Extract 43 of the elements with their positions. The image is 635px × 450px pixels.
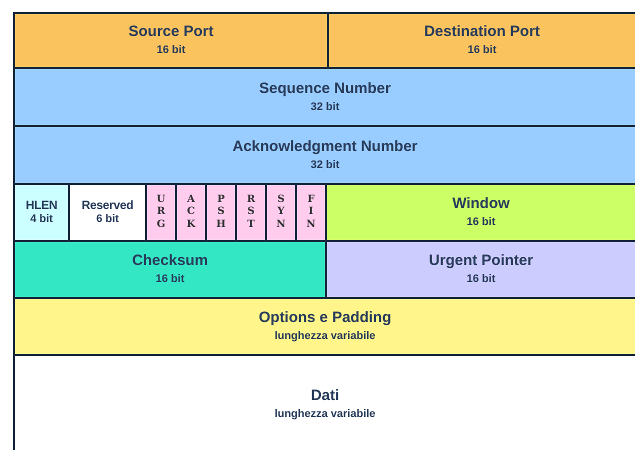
header-field-box (13, 67, 635, 127)
field-name: Sequence Number (259, 80, 391, 98)
field-size: 16 bit (466, 273, 496, 287)
field-name: Reserved (82, 198, 134, 214)
flag-name: URG (156, 194, 166, 232)
field-name: Acknowledgment Number (232, 138, 418, 156)
flag-bit-cell (235, 183, 267, 242)
field-size: 16 bit (466, 216, 496, 230)
flag-name: SYN (276, 194, 286, 232)
field-size: 32 bit (310, 158, 340, 172)
flag-name: FIN (306, 194, 316, 232)
field-name: Source Port (128, 23, 214, 42)
flag-bit-cell (205, 183, 237, 242)
field-size: 4 bit (30, 213, 53, 227)
field-size: 16 bit (468, 44, 496, 58)
field-size: 16 bit (156, 273, 184, 287)
flag-bit-cell (265, 183, 297, 242)
field-name: Options e Padding (258, 309, 392, 328)
flag-name: PSH (216, 194, 226, 232)
flag-name: RST (246, 194, 256, 232)
field-name: Destination Port (424, 23, 540, 42)
header-field-box (13, 183, 70, 242)
header-field-box (13, 125, 635, 185)
header-field-box (325, 183, 635, 242)
field-size: 32 bit (310, 100, 340, 114)
header-field-box (327, 12, 635, 69)
field-name: Checksum (132, 252, 208, 271)
flag-name: ACK (186, 194, 196, 232)
header-field-box (325, 240, 635, 299)
header-field-box (13, 240, 327, 299)
field-size: lunghezza variabile (274, 330, 376, 344)
field-size: 16 bit (156, 44, 186, 58)
field-name: HLEN (26, 198, 58, 214)
field-name: Urgent Pointer (428, 252, 534, 271)
field-size: lunghezza variabile (274, 408, 376, 422)
flag-bit-cell (295, 183, 327, 242)
header-field-box (13, 12, 329, 69)
flag-bit-cell (145, 183, 177, 242)
field-name: Window (452, 195, 510, 214)
flag-bit-cell (175, 183, 207, 242)
header-field-box (13, 297, 635, 356)
field-name: Dati (310, 386, 340, 406)
field-size: 6 bit (96, 213, 119, 227)
